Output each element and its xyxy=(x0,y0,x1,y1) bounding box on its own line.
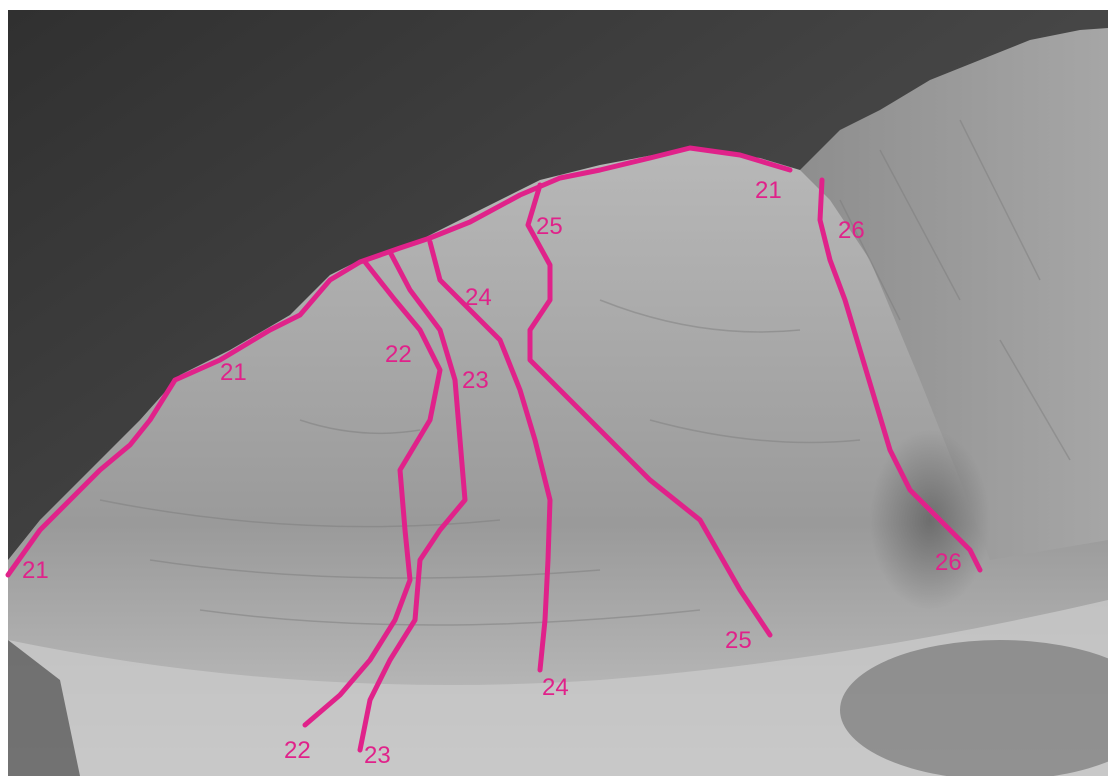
route-lines xyxy=(5,145,983,753)
route-21-line xyxy=(5,145,793,578)
route-22-line xyxy=(302,259,443,728)
rock-texture xyxy=(99,119,1071,626)
route-23-line xyxy=(357,249,468,753)
left-dark-rock xyxy=(8,640,80,776)
route-24-label: 24 xyxy=(542,674,569,701)
route-labels: 21 21 21 22 22 23 23 24 24 25 25 26 26 xyxy=(22,177,962,769)
route-25-label: 25 xyxy=(536,213,563,240)
route-24-label: 24 xyxy=(465,284,492,311)
route-25-line xyxy=(525,182,773,638)
route-25-label: 25 xyxy=(725,627,752,654)
route-23-label: 23 xyxy=(462,367,489,394)
route-21-label: 21 xyxy=(220,359,247,386)
route-22-label: 22 xyxy=(385,341,412,368)
gully-shadow xyxy=(870,430,990,610)
route-23-label: 23 xyxy=(364,742,391,769)
route-26-line xyxy=(817,177,983,573)
route-22-label: 22 xyxy=(284,737,311,764)
route-24-line xyxy=(427,239,553,673)
foreground-shadow xyxy=(840,640,1108,776)
route-21-label: 21 xyxy=(22,557,49,584)
scree xyxy=(8,600,1108,776)
route-26-label: 26 xyxy=(838,217,865,244)
route-26-label: 26 xyxy=(935,549,962,576)
route-21-label: 21 xyxy=(755,177,782,204)
